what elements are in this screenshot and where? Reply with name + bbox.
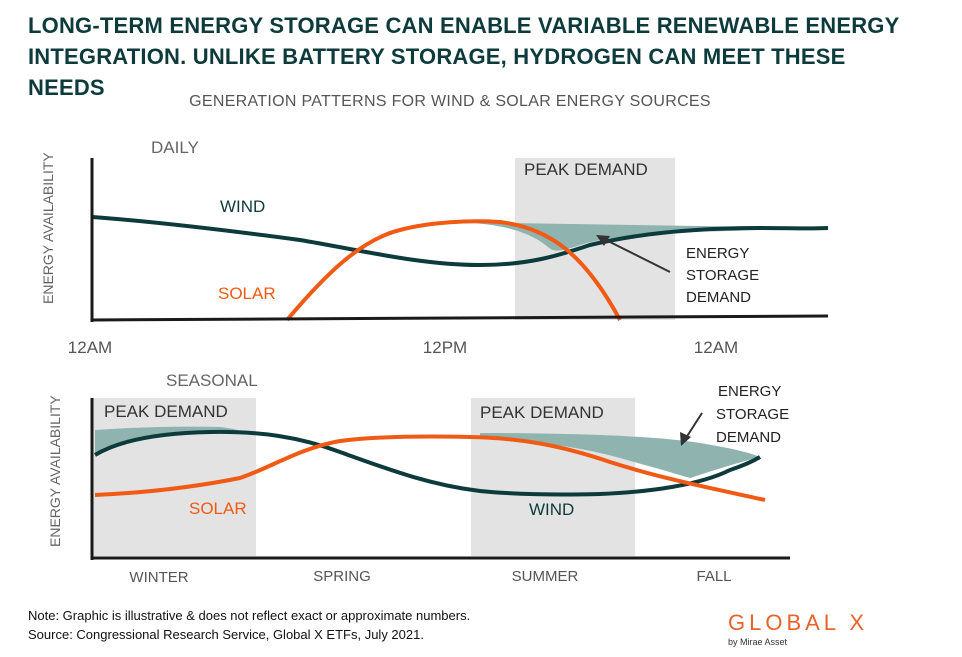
seasonal-panel: PEAK DEMAND PEAK DEMAND SEASONAL ENERGY … — [47, 371, 793, 586]
seasonal-storage-demand-area-winter — [95, 426, 245, 455]
chart-subtitle: GENERATION PATTERNS FOR WIND & SOLAR ENE… — [189, 93, 711, 110]
seasonal-peak-demand-band-summer — [471, 398, 635, 556]
seasonal-x-tick-fall: FALL — [696, 568, 731, 585]
seasonal-solar-line — [94, 434, 766, 502]
daily-panel-title: DAILY — [151, 138, 199, 157]
seasonal-peak-demand-band-winter — [92, 398, 256, 556]
seasonal-y-axis-label: ENERGY AVAILABILITY — [47, 395, 63, 547]
logo-byline: by Mirae Asset — [728, 637, 788, 647]
daily-peak-demand-label: PEAK DEMAND — [524, 160, 648, 179]
daily-solar-line — [285, 219, 622, 322]
footnote-note: Note: Graphic is illustrative & does not… — [28, 608, 471, 623]
daily-wind-label: WIND — [220, 197, 265, 216]
headline: LONG-TERM ENERGY STORAGE CAN ENABLE VARI… — [28, 10, 928, 103]
daily-y-axis-label: ENERGY AVAILABILITY — [40, 152, 56, 304]
seasonal-x-tick-winter: WINTER — [129, 569, 188, 586]
daily-wind-line — [91, 215, 829, 268]
daily-solar-label: SOLAR — [218, 284, 276, 303]
headline-line-1: LONG-TERM ENERGY STORAGE CAN ENABLE VARI… — [28, 13, 900, 38]
headline-line-2: INTEGRATION. UNLIKE BATTERY STORAGE, HYD… — [28, 44, 846, 100]
daily-panel: PEAK DEMAND DAILY ENERGY AVAILABILITY WI… — [40, 138, 829, 357]
seasonal-storage-label-line-2: STORAGE — [716, 406, 789, 423]
seasonal-storage-demand-label: ENERGY STORAGE DEMAND — [716, 383, 793, 446]
footnote: Note: Graphic is illustrative & does not… — [28, 606, 470, 644]
daily-storage-arrow — [599, 236, 671, 273]
seasonal-x-tick-spring: SPRING — [313, 568, 371, 585]
daily-storage-arrowhead — [596, 235, 610, 246]
seasonal-storage-demand-area-fall — [480, 433, 760, 478]
seasonal-storage-label-line-1: ENERGY — [718, 383, 781, 400]
daily-storage-label-line-3: DEMAND — [686, 289, 751, 306]
seasonal-peak-demand-label-winter: PEAK DEMAND — [104, 402, 228, 421]
seasonal-wind-line — [93, 429, 762, 497]
seasonal-peak-demand-label-summer: PEAK DEMAND — [480, 403, 604, 422]
seasonal-x-tick-summer: SUMMER — [512, 568, 579, 585]
daily-x-axis — [91, 314, 829, 322]
footnote-source: Source: Congressional Research Service, … — [28, 627, 424, 642]
daily-storage-label-line-2: STORAGE — [686, 267, 759, 284]
daily-storage-demand-label: ENERGY STORAGE DEMAND — [686, 245, 763, 306]
seasonal-wind-label: WIND — [529, 500, 574, 519]
daily-x-tick-12am-start: 12AM — [68, 338, 112, 357]
seasonal-storage-arrowhead — [680, 432, 691, 446]
global-x-logo: GLOBAL X by Mirae Asset — [728, 610, 868, 647]
daily-storage-label-line-1: ENERGY — [686, 245, 749, 262]
logo-wordmark: GLOBAL X — [728, 610, 869, 635]
daily-x-tick-12am-end: 12AM — [694, 338, 738, 357]
daily-x-tick-12pm: 12PM — [423, 338, 467, 357]
seasonal-panel-title: SEASONAL — [166, 371, 258, 390]
seasonal-storage-label-line-3: DEMAND — [716, 429, 781, 446]
seasonal-solar-label: SOLAR — [189, 499, 247, 518]
